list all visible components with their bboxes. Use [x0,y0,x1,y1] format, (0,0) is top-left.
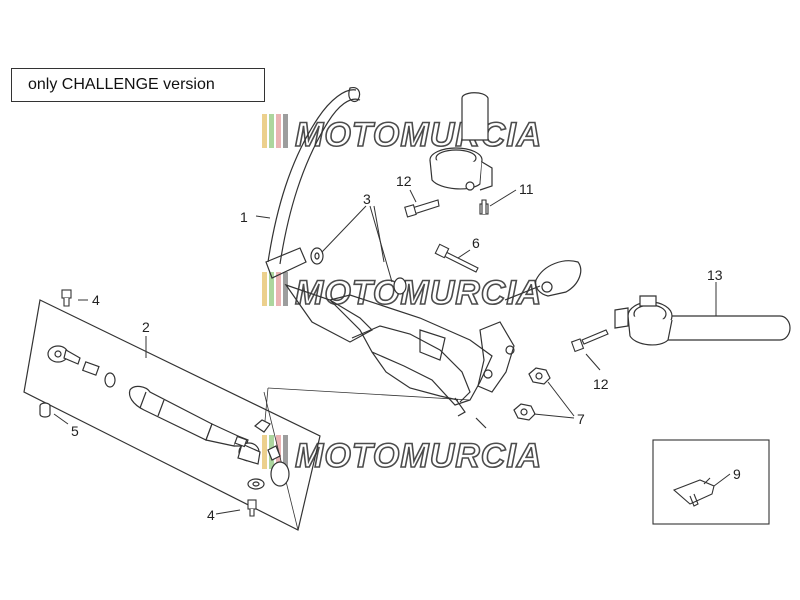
watermark-top: MOTOMURCIA [262,114,542,155]
version-note-text: only CHALLENGE version [28,76,215,93]
callout-2: 2 [142,319,150,335]
version-note-box: only CHALLENGE version [11,68,265,102]
callout-12-right: 12 [593,376,609,392]
watermark-bottom: MOTOMURCIA [262,435,542,476]
callout-3: 3 [363,191,371,207]
leader-lines [53,189,731,515]
screws-part-4 [61,289,257,517]
handlebar-clip-on-part-13 [614,295,791,346]
callout-9: 9 [733,466,741,482]
callout-11: 11 [519,181,534,197]
steering-damper [39,345,290,490]
watermark-text: MOTOMURCIA [295,437,542,475]
callout-4-bottom: 4 [207,507,215,523]
bolts [404,199,609,353]
bushing-part-3 [310,247,407,295]
inset-part-9 [652,439,770,525]
callout-1: 1 [240,209,248,225]
watermark-text: MOTOMURCIA [295,274,542,312]
callout-13: 13 [707,267,723,283]
callout-12-top: 12 [396,173,412,189]
callout-5: 5 [71,423,79,439]
watermark-text: MOTOMURCIA [295,116,542,154]
handlebar-clamp-left [429,92,493,191]
steering-damper-panel-part-2 [23,299,471,531]
nuts-part-7 [475,367,551,429]
callout-4-top: 4 [92,292,100,308]
callout-7: 7 [577,411,585,427]
callout-labels: 1 2 3 4 4 5 6 7 9 11 12 12 13 [71,173,741,523]
callout-6: 6 [472,235,480,251]
